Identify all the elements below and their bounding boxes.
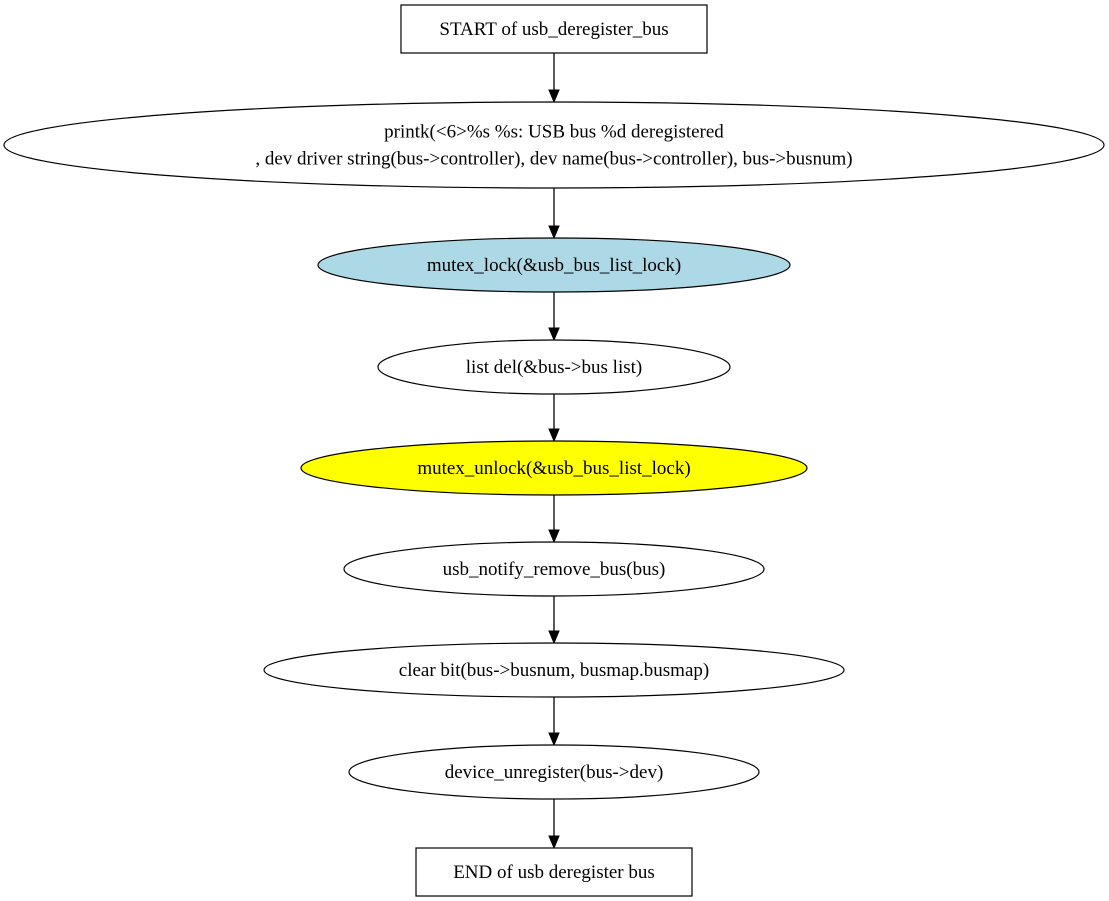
node-notify-ellipse bbox=[343, 541, 765, 597]
node-notify: usb_notify_remove_bus(bus) bbox=[343, 541, 765, 597]
node-unregister: device_unregister(bus->dev) bbox=[348, 744, 760, 800]
node-mutex-lock-ellipse bbox=[317, 237, 791, 293]
node-unregister-label: device_unregister(bus->dev) bbox=[445, 762, 664, 783]
node-clear-bit: clear bit(bus->busnum, busmap.busmap) bbox=[263, 642, 845, 698]
node-notify-label: usb_notify_remove_bus(bus) bbox=[443, 559, 666, 580]
node-printk: printk(<6>%s %s: USB bus %d deregistered… bbox=[3, 101, 1105, 189]
node-printk-ellipse bbox=[3, 101, 1105, 189]
node-start: START of usb_deregister_bus bbox=[400, 4, 708, 54]
edge-unregister-to-end bbox=[548, 799, 560, 850]
arrowhead-icon bbox=[548, 327, 560, 342]
node-start-box bbox=[400, 4, 708, 54]
arrowhead-icon bbox=[548, 89, 560, 104]
arrowhead-icon bbox=[548, 225, 560, 240]
node-printk-label-line-2: , dev driver string(bus->controller), de… bbox=[255, 149, 852, 170]
arrowhead-icon bbox=[548, 529, 560, 544]
edge-printk-to-mutex-lock bbox=[548, 188, 560, 240]
node-mutex-unlock-ellipse bbox=[300, 440, 808, 496]
node-clear-bit-label: clear bit(bus->busnum, busmap.busmap) bbox=[399, 660, 709, 681]
node-list-del-label: list del(&bus->bus list) bbox=[466, 357, 642, 378]
node-mutex-unlock: mutex_unlock(&usb_bus_list_lock) bbox=[300, 440, 808, 496]
edge-mutex-lock-to-list-del bbox=[548, 292, 560, 342]
edge-start-to-printk bbox=[548, 53, 560, 104]
node-start-label: START of usb_deregister_bus bbox=[439, 19, 668, 40]
edge-mutex-unlock-to-notify bbox=[548, 495, 560, 544]
edges bbox=[548, 53, 560, 850]
edge-clear-bit-to-unregister bbox=[548, 697, 560, 747]
node-list-del-ellipse bbox=[377, 339, 731, 395]
arrowhead-icon bbox=[548, 732, 560, 747]
node-unregister-ellipse bbox=[348, 744, 760, 800]
edge-list-del-to-mutex-unlock bbox=[548, 394, 560, 443]
node-clear-bit-ellipse bbox=[263, 642, 845, 698]
arrowhead-icon bbox=[548, 428, 560, 443]
node-mutex-lock: mutex_lock(&usb_bus_list_lock) bbox=[317, 237, 791, 293]
node-mutex-unlock-label: mutex_unlock(&usb_bus_list_lock) bbox=[417, 458, 690, 479]
node-end: END of usb deregister bus bbox=[415, 847, 693, 897]
node-end-label: END of usb deregister bus bbox=[453, 862, 655, 883]
node-list-del: list del(&bus->bus list) bbox=[377, 339, 731, 395]
arrowhead-icon bbox=[548, 835, 560, 850]
nodes: START of usb_deregister_bus printk(<6>%s … bbox=[3, 4, 1105, 897]
edge-notify-to-clear-bit bbox=[548, 596, 560, 645]
node-end-box bbox=[415, 847, 693, 897]
arrowhead-icon bbox=[548, 630, 560, 645]
node-mutex-lock-label: mutex_lock(&usb_bus_list_lock) bbox=[427, 255, 681, 276]
node-printk-label-line-1: printk(<6>%s %s: USB bus %d deregistered bbox=[384, 122, 724, 143]
